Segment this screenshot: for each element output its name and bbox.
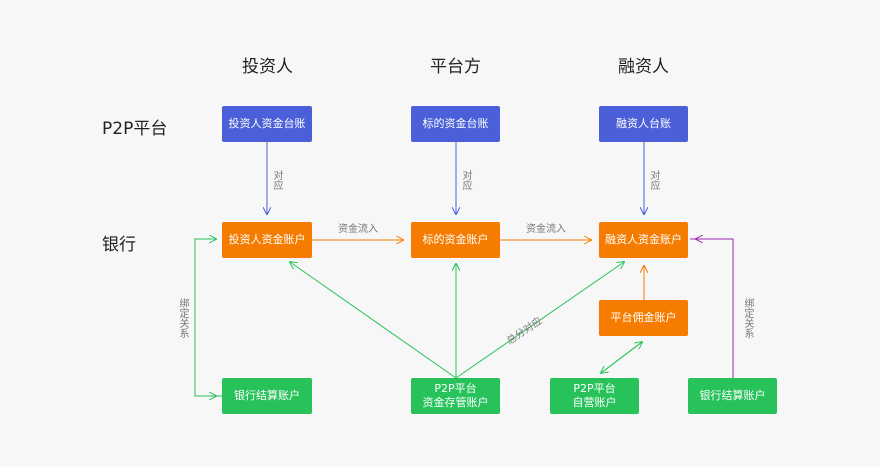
edge-binding-right [690,238,733,389]
label-binding-right: 绑定关系 [742,298,753,338]
node-platform-commission-account: 平台佣金账户 [599,300,688,336]
node-bank-settlement-right: 银行结算账户 [688,378,777,414]
label-correspond-investor: 对应 [271,170,282,190]
column-title-investor: 投资人 [242,57,293,77]
label-fund-inflow-1: 资金流入 [338,224,378,235]
node-borrower-bank-account: 融资人资金账户 [599,222,688,258]
edge-deposit-to-borrower [455,262,624,379]
node-p2p-deposit-account: P2P平台 资金存管账户 [411,378,500,414]
node-bank-settlement-left: 银行结算账户 [222,378,312,414]
column-title-platform: 平台方 [430,57,481,77]
node-target-fund-ledger: 标的资金台账 [411,106,500,142]
edge-binding-left [194,239,222,397]
edge-deposit-to-investor [290,262,457,379]
node-investor-bank-account: 投资人资金账户 [222,222,312,258]
node-investor-fund-ledger: 投资人资金台账 [222,106,312,142]
row-title-bank: 银行 [102,235,136,255]
label-binding-left: 绑定关系 [177,298,188,338]
column-title-borrower: 融资人 [618,57,669,77]
node-borrower-ledger: 融资人台账 [599,106,688,142]
row-title-p2p-platform: P2P平台 [102,119,168,139]
label-correspond-borrower: 对应 [648,170,659,190]
node-target-bank-account: 标的资金账户 [411,222,500,258]
label-fund-inflow-2: 资金流入 [526,224,566,235]
node-p2p-own-account: P2P平台 自营账户 [550,378,639,414]
label-correspond-target: 对应 [460,170,471,190]
